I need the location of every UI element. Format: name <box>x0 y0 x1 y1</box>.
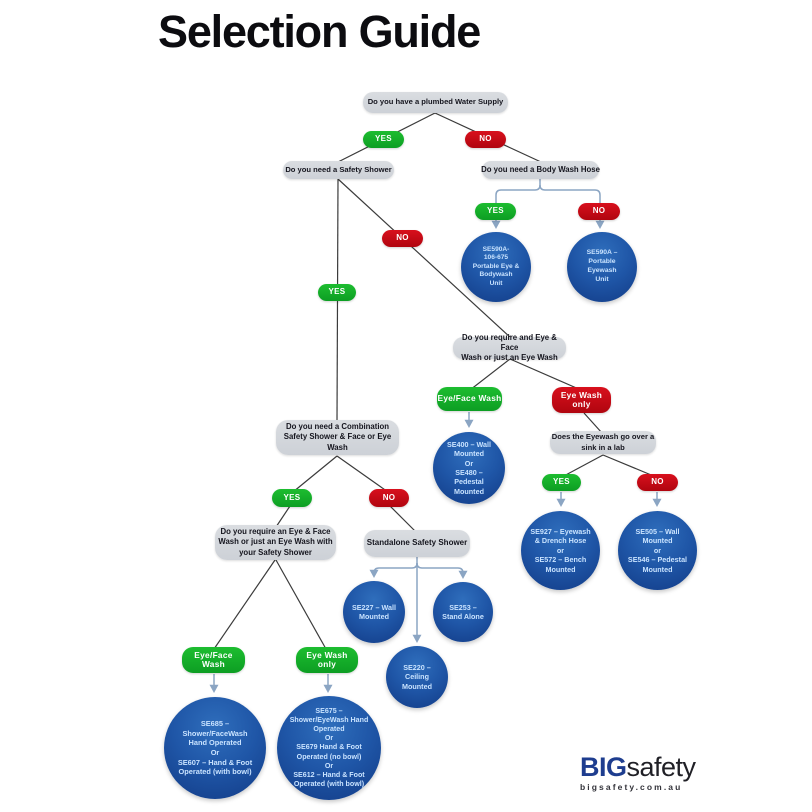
answer-yes-water-supply: YES <box>363 131 404 148</box>
question-body-wash-hose: Do you need a Body Wash Hose <box>481 161 600 179</box>
product-se590a: SE590A – Portable Eyewash Unit <box>567 232 637 302</box>
answer-no-body-wash: NO <box>578 203 620 220</box>
product-se927-se572: SE927 – Eyewash & Drench Hose or SE572 –… <box>521 511 600 590</box>
elbow-bodywash-no <box>539 184 601 204</box>
arrow-standalone-se253 <box>416 562 468 579</box>
product-se590a-combo: SE590A- 106-675 Portable Eye & Bodywash … <box>461 232 531 302</box>
answer-eye-wash-only-mid: Eye Wash only <box>552 387 611 413</box>
edge-combo-yes <box>292 455 338 493</box>
elbow-bodywash-yes <box>495 179 541 204</box>
answer-no-safety-shower: NO <box>382 230 423 247</box>
answer-yes-body-wash: YES <box>475 203 516 220</box>
answer-yes-safety-shower: YES <box>318 284 356 301</box>
answer-eye-face-wash-bottom: Eye/Face Wash <box>182 647 245 673</box>
edge-withshower-right <box>275 559 327 650</box>
question-combination-shower: Do you need a Combination Safety Shower … <box>276 420 399 455</box>
question-safety-shower: Do you need a Safety Shower <box>283 161 394 179</box>
product-se400-se480: SE400 – Wall Mounted Or SE480 – Pedestal… <box>433 432 505 504</box>
logo-brand-light: safety <box>626 752 697 782</box>
answer-yes-combination: YES <box>272 489 312 507</box>
question-wash-with-your-shower: Do you require an Eye & Face Wash or jus… <box>215 525 336 560</box>
edge-no-standalone <box>389 505 416 532</box>
edge-eyewashonly-sink <box>583 412 603 434</box>
question-standalone-safety-shower: Standalone Safety Shower <box>364 530 470 557</box>
answer-yes-sink-in-lab: YES <box>542 474 581 491</box>
edge-combo-no <box>336 455 389 493</box>
logo-website: bigsafety.com.au <box>580 782 683 792</box>
answer-eye-face-wash-mid: Eye/Face Wash <box>437 387 502 411</box>
arrow-standalone-se227 <box>369 562 418 578</box>
product-se220: SE220 – Ceiling Mounted <box>386 646 448 708</box>
question-eye-face-or-eye-wash: Do you require and Eye & Face Wash or ju… <box>453 333 566 362</box>
answer-eye-wash-only-bottom: Eye Wash only <box>296 647 358 673</box>
product-se227: SE227 – Wall Mounted <box>343 581 405 643</box>
product-se685-se607: SE685 – Shower/FaceWash Hand Operated Or… <box>164 697 266 799</box>
question-water-supply: Do you have a plumbed Water Supply <box>363 92 508 113</box>
question-sink-in-lab: Does the Eyewash go over a sink in a lab <box>550 431 656 454</box>
edge-eyeface-right <box>509 358 582 391</box>
answer-no-water-supply: NO <box>465 131 506 148</box>
logo-brand-bold: BIG <box>580 752 627 782</box>
answer-no-sink-in-lab: NO <box>637 474 678 491</box>
answer-no-combination: NO <box>369 489 409 507</box>
edge-withshower-left <box>213 559 276 650</box>
bigsafety-logo: BIGsafety bigsafety.com.au <box>580 754 696 792</box>
edge-eyeface-left <box>469 358 511 391</box>
product-se675-se679-se612: SE675 – Shower/EyeWash Hand Operated Or … <box>277 696 381 800</box>
product-se253: SE253 – Stand Alone <box>433 582 493 642</box>
product-se505-se546: SE505 – Wall Mounted or SE546 – Pedestal… <box>618 511 697 590</box>
page-title: Selection Guide <box>158 6 481 57</box>
edge-yes-withshower <box>275 505 291 528</box>
